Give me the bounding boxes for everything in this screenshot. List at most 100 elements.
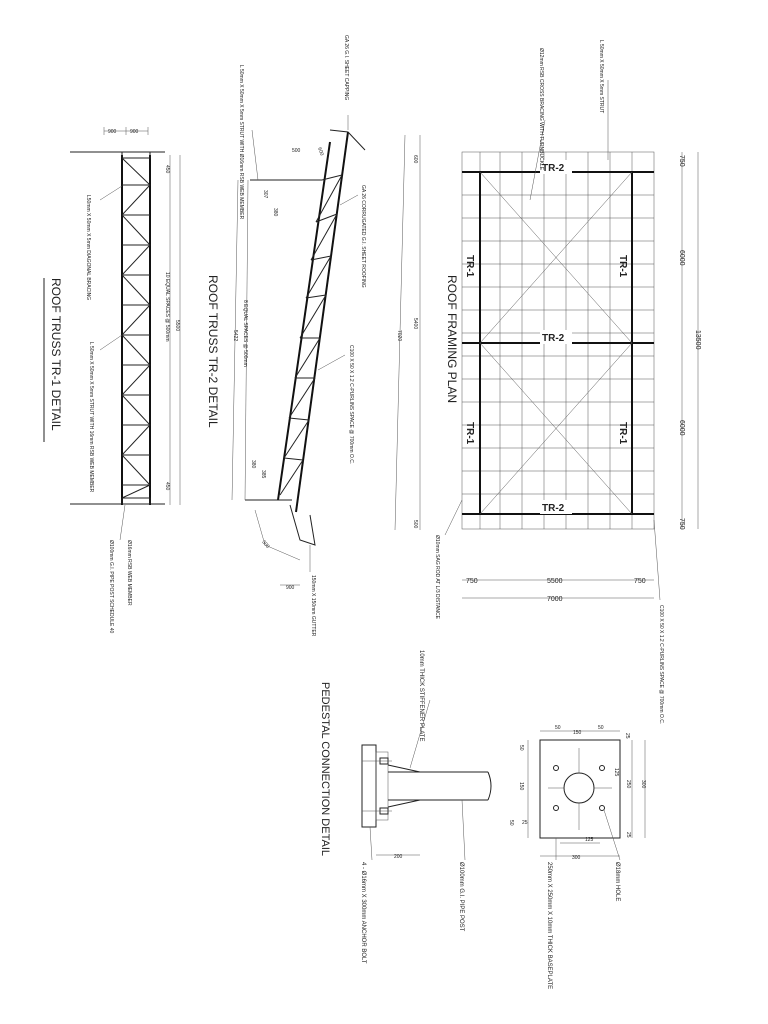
- baseplate-dim-150a: 150: [573, 730, 582, 736]
- baseplate-dim-25b: 25: [625, 832, 631, 838]
- baseplate-hole-3: [553, 805, 559, 811]
- plan-dim-750a: 750: [678, 155, 685, 167]
- tr2-dim-500c: 500: [260, 539, 270, 549]
- pedestal-leader: [461, 799, 466, 861]
- baseplate-dim-25c: 25: [522, 820, 528, 826]
- tr2-leader: [339, 194, 359, 206]
- plan-label-tr1-right-bottom: TR-1: [617, 422, 628, 445]
- baseplate-dim-250: 250: [625, 780, 631, 789]
- tr2-leader: [251, 129, 259, 181]
- plan-label-bg: [540, 500, 572, 514]
- plan-label-tr1-right-top: TR-1: [617, 255, 628, 278]
- pedestal-note-anchor: 4 - Ø16mm X 300mm ANCHOR BOLT: [360, 862, 366, 964]
- tr2-dim-900: 900: [286, 585, 295, 591]
- baseplate-dim-50b: 50: [598, 725, 604, 731]
- baseplate-dim-50a: 50: [555, 725, 561, 731]
- baseplate-dim-50d: 50: [508, 820, 514, 826]
- baseplate-dim-150b: 150: [518, 782, 524, 791]
- baseplate-hole-4: [599, 805, 605, 811]
- pedestal-pipe-break: [487, 771, 492, 801]
- plan-dim-w5500: 5500: [547, 578, 563, 585]
- plan-dim-6000b: 6000: [678, 420, 685, 436]
- tr2-note-strut: L 50mm X 50mm X 5mm STRUT WITH Ø16mm RSB…: [238, 65, 244, 220]
- baseplate-dim-300b: 300: [572, 855, 581, 861]
- tr2-dim-span: 7020: [396, 330, 402, 341]
- tr1-leader: [99, 185, 123, 201]
- baseplate-dim-25a: 25: [624, 733, 630, 739]
- tr2-dim-5422: 5422: [232, 330, 238, 341]
- pedestal-dim-200: 200: [394, 854, 403, 860]
- baseplate-note-plate: 250mm X 250mm X 10mm THICK BASEPLATE: [546, 862, 552, 989]
- pedestal-note-pipe: Ø100mm G.I. PIPE POST: [458, 862, 464, 932]
- tr2-dim-307: 307: [262, 190, 268, 199]
- tr1-cap-top: [121, 151, 151, 159]
- tr2-dim-600b: 600: [412, 155, 418, 164]
- plan-roof-outline: [461, 151, 655, 530]
- pedestal-baseplate: [361, 744, 377, 828]
- tr2-title: ROOF TRUSS TR-2 DETAIL: [206, 275, 220, 428]
- truss-tr1-detail: ROOF TRUSS TR-1 DETAIL 900 900: [43, 127, 181, 633]
- pedestal-detail: PEDESTAL CONNECTION DETAIL 200 10mm THIC…: [319, 650, 492, 964]
- baseplate-outline: [539, 739, 621, 839]
- baseplate-hole-2: [599, 765, 605, 771]
- tr2-dim-500: 500: [292, 148, 301, 154]
- tr2-eave: [254, 509, 301, 561]
- plan-note-purlins: C100 X 50 X 1.2 C-PURLINS SPACE @ 700mm …: [658, 605, 664, 724]
- pedestal-note-stiffener: 10mm THICK STIFFENER PLATE: [418, 650, 424, 741]
- tr2-note-gutter: 150mm X 150mm GUTTER: [310, 575, 316, 637]
- pedestal-stiffener-top: [387, 764, 421, 773]
- tr2-bottom-chord: [277, 141, 331, 501]
- baseplate-dim-125b: 125: [585, 837, 594, 843]
- baseplate-hole-1: [553, 765, 559, 771]
- tr1-note-web: Ø16mm RSB WEB MEMBER: [126, 540, 132, 606]
- plan-label-bg: [540, 160, 572, 174]
- plan-label-tr2-top: TR-2: [542, 163, 565, 174]
- plan-dim-13500: 13500: [694, 330, 701, 350]
- baseplate-detail: 50 150 50 25 50 150 50 125 250 300 25 12…: [508, 725, 646, 989]
- tr2-dim-line-7020: [394, 134, 406, 531]
- plan-label-bg: [540, 330, 572, 344]
- tr2-note-capping: GA 26 G.I. SHEET CAPPING: [343, 35, 349, 100]
- tr1-web-members: [121, 157, 151, 499]
- tr1-title: ROOF TRUSS TR-1 DETAIL: [49, 278, 63, 431]
- tr2-dim-380b: 380: [250, 460, 256, 469]
- tr1-note-post: Ø100mm G.I. PIPE POST SCHEDULE 40: [108, 540, 114, 633]
- tr2-web-members: [279, 174, 343, 496]
- tr2-dim-500b: 500: [412, 520, 418, 529]
- plan-note-bracing: Ø12mm RSB CROSS BRACING WITH TURNBUCKLE: [538, 48, 544, 171]
- tr1-note-diag: L50mm X 50mm X 5mm DIAGONAL BRACING: [85, 195, 91, 300]
- tr2-dim-spaces: 8 EQUAL SPACES @ 500mm: [242, 300, 248, 367]
- tr1-dim-450b: 450: [164, 482, 170, 491]
- tr1-dim-900b: 900: [130, 129, 139, 135]
- tr1-dim-450a: 450: [164, 165, 170, 174]
- baseplate-dim-50c: 50: [518, 745, 524, 751]
- pedestal-leader: [369, 826, 373, 861]
- plan-cross-bracing: [479, 171, 633, 515]
- tr2-dim-380: 380: [272, 208, 278, 217]
- tr1-dim-900a: 900: [108, 129, 117, 135]
- plan-label-tr2-mid: TR-2: [542, 333, 565, 344]
- plan-dim-w750b: 750: [634, 578, 646, 585]
- tr2-dim-5400: 5400: [412, 318, 418, 329]
- plan-dim-6000a: 6000: [678, 250, 685, 266]
- pedestal-leader: [409, 699, 431, 769]
- pedestal-title: PEDESTAL CONNECTION DETAIL: [319, 682, 331, 856]
- baseplate-dim-125: 125: [613, 768, 619, 777]
- tr2-leader: [317, 354, 346, 371]
- plan-leader: [653, 519, 661, 601]
- tr2-capping: [329, 129, 366, 151]
- pedestal-pedestal-top: [375, 751, 389, 821]
- plan-title: ROOF FRAMING PLAN: [445, 275, 459, 403]
- tr2-dim-600: 600: [316, 147, 325, 157]
- tr2-note-roofing: GA 26 CORRUGATED G.I. SHEET ROOFING: [360, 185, 366, 288]
- plan-label-tr1-left-top: TR-1: [464, 255, 475, 278]
- roof-framing-plan: ROOF FRAMING PLAN: [434, 40, 701, 724]
- plan-leader: [444, 499, 463, 536]
- plan-dim-750b: 750: [678, 518, 685, 530]
- pedestal-stiffener-bottom: [387, 799, 421, 808]
- tr2-top-chord: [295, 131, 349, 513]
- tr2-note-purlins: C100 X 50 X 1.2 C-PURLINS SPACE @ 700mm …: [348, 345, 354, 464]
- baseplate-dim-300: 300: [640, 780, 646, 789]
- plan-note-sagrod: Ø10mm SAG ROD AT L/3 DISTANCE: [434, 535, 440, 620]
